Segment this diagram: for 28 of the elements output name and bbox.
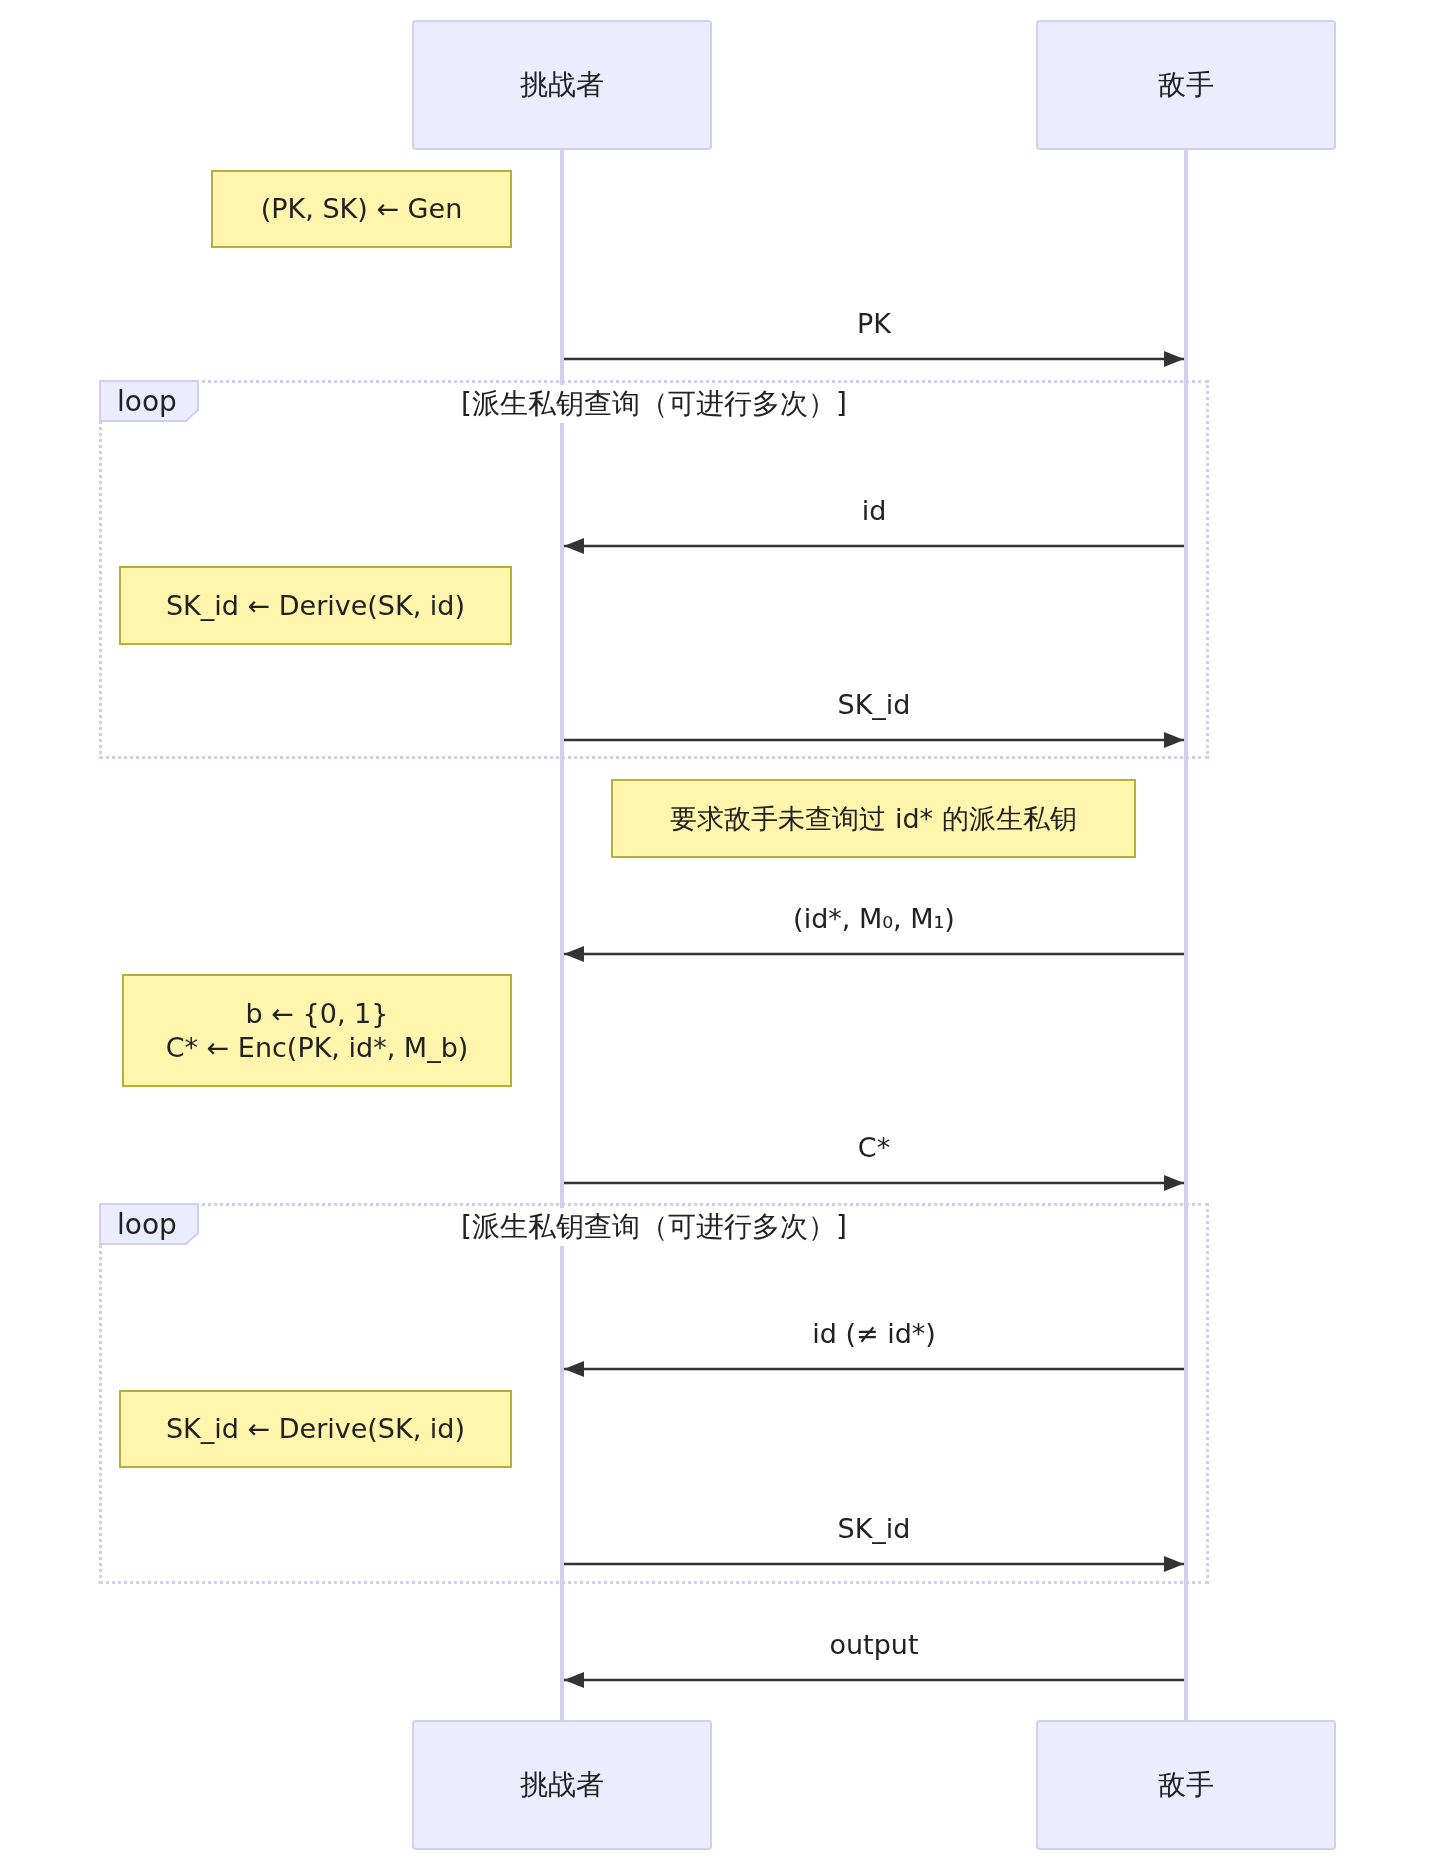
loop-tab: loop <box>99 380 199 422</box>
participant-box: 挑战者 <box>412 20 712 150</box>
message-arrow <box>564 1556 1184 1572</box>
loop-title: [派生私钥查询（可进行多次）] <box>461 1208 847 1246</box>
note-text: b ← {0, 1} <box>245 996 389 1031</box>
loop-tab: loop <box>99 1203 199 1245</box>
note-box <box>119 566 512 645</box>
message-arrow <box>564 351 1184 367</box>
message-arrow <box>564 732 1184 748</box>
participant-box: 敌手 <box>1036 1720 1336 1850</box>
note-text: 要求敌手未查询过 id* 的派生私钥 <box>670 801 1077 836</box>
note-text: (PK, SK) ← Gen <box>260 192 463 226</box>
note-box <box>119 1390 512 1468</box>
note-box <box>122 974 512 1087</box>
loop-title: [派生私钥查询（可进行多次）] <box>461 385 847 423</box>
note-text: SK_id ← Derive(SK, id) <box>165 1412 466 1446</box>
lifeline <box>1184 150 1188 1720</box>
participant-box: 敌手 <box>1036 20 1336 150</box>
message-arrow <box>564 1361 1184 1377</box>
note-box <box>211 170 512 248</box>
message-arrow <box>564 538 1184 554</box>
note-text: SK_id ← Derive(SK, id) <box>165 588 466 623</box>
note-text: C* ← Enc(PK, id*, M_b) <box>165 1030 469 1065</box>
message-arrow <box>564 1672 1184 1688</box>
participant-box: 挑战者 <box>412 1720 712 1850</box>
message-arrow <box>564 1175 1184 1191</box>
note-box <box>611 779 1136 858</box>
message-arrow <box>564 946 1184 962</box>
